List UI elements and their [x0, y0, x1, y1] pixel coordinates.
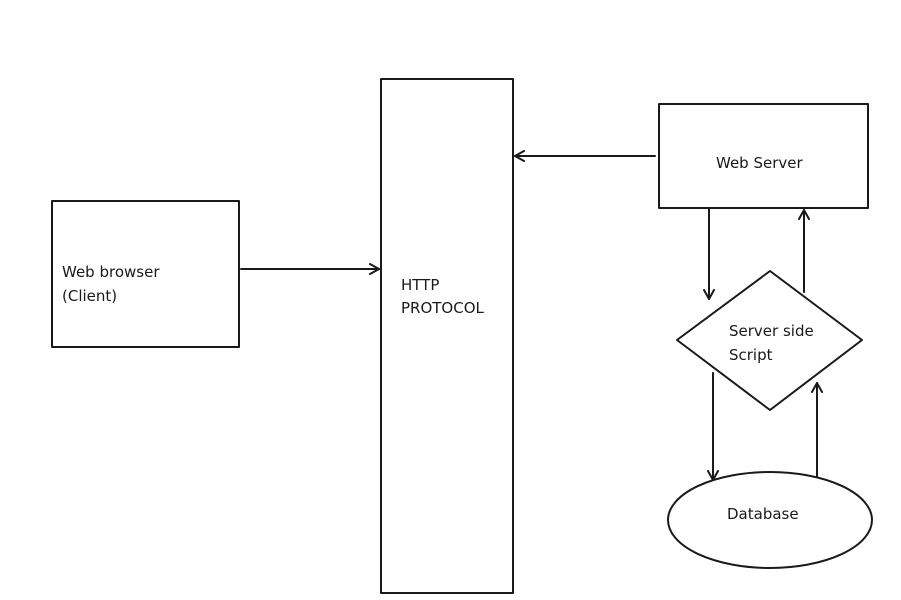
- protocol-label: PROTOCOL: [401, 299, 485, 317]
- database-ellipse: [667, 471, 873, 569]
- http-protocol-box: [380, 78, 514, 594]
- web-browser-node: Web browser (Client): [51, 200, 240, 348]
- web-browser-box: [51, 200, 240, 348]
- http-label: HTTP: [401, 276, 439, 294]
- web-browser-label: Web browser: [62, 263, 160, 281]
- server-script-node: Server side Script: [676, 270, 863, 411]
- http-protocol-node: HTTP PROTOCOL: [380, 78, 514, 594]
- database-label: Database: [727, 505, 799, 523]
- client-label: (Client): [62, 287, 117, 305]
- web-server-box: [658, 103, 869, 209]
- database-node: Database: [667, 471, 873, 569]
- web-server-node: Web Server: [658, 103, 869, 209]
- script-label: Script: [729, 346, 773, 364]
- web-server-label: Web Server: [716, 154, 803, 172]
- server-side-label: Server side: [729, 322, 814, 340]
- server-script-diamond: [676, 270, 863, 411]
